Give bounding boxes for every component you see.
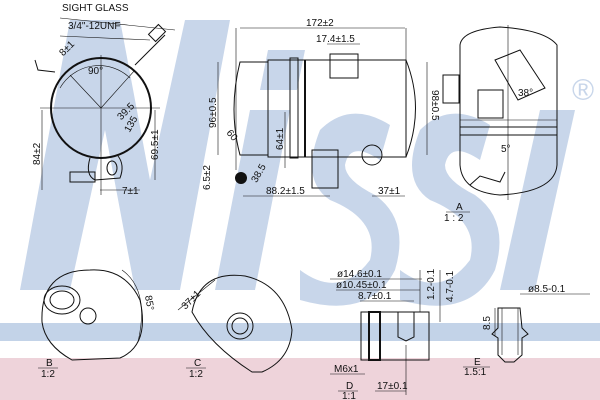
- dim-8-5: 8.5: [482, 316, 493, 330]
- dim-17-4: 17.4±1.5: [316, 34, 355, 45]
- nissens-watermark-logo: ®: [20, 20, 594, 306]
- view-e-fitting: ø8.5-0.1 8.5 E 1.5:1: [463, 284, 590, 378]
- dim-1-2: 1.2-0.1: [426, 268, 437, 300]
- dim-64: 64±1: [275, 127, 286, 150]
- view-e-label: E: [474, 357, 481, 368]
- sight-glass-label: SIGHT GLASS: [62, 3, 129, 14]
- angle-5: 5°: [501, 144, 511, 155]
- view-b: 85° B 1:2: [38, 269, 156, 380]
- dim-88-2: 88.2±1.5: [266, 186, 305, 197]
- view-d-label: D: [346, 381, 353, 392]
- view-b-scale: 1:2: [41, 369, 55, 380]
- dim-8-7: 8.7±0.1: [358, 291, 392, 302]
- dim-172: 172±2: [306, 18, 334, 29]
- dim-98: 98±0.5: [429, 90, 440, 121]
- view-c-scale: 1:2: [189, 369, 203, 380]
- dim-96: 96±0.5: [208, 97, 219, 128]
- dim-4-7: 4.7-0.1: [445, 270, 456, 302]
- dim-17: 17±0.1: [377, 381, 408, 392]
- dia-8-5: ø8.5-0.1: [528, 284, 566, 295]
- watermark-band-blue: [0, 323, 600, 341]
- dim-6-5: 6.5±2: [202, 165, 213, 190]
- view-d-scale: 1:1: [342, 391, 356, 400]
- dia-14-6: ø14.6±0.1: [337, 269, 382, 280]
- view-d-section: ø14.6±0.1 ø10.45±0.1 8.7±0.1 1.2-0.1 4.7…: [330, 268, 456, 400]
- dim-84: 84±2: [32, 142, 43, 165]
- angle-38: 38°: [518, 88, 533, 99]
- dim-7: 7±1: [122, 186, 139, 197]
- view-a-label: A: [456, 202, 463, 213]
- view-a: 38° 5° A 1 : 2: [442, 25, 558, 224]
- view-c-label: C: [194, 358, 201, 369]
- dia-10-45: ø10.45±0.1: [336, 280, 387, 291]
- registered-mark: ®: [572, 74, 594, 107]
- angle-90: 90°: [88, 66, 103, 77]
- view-e-scale: 1.5:1: [464, 367, 487, 378]
- dim-85: 85°: [142, 295, 155, 312]
- thread-m6: M6x1: [334, 364, 359, 375]
- dim-69-5: 69.5±1: [150, 129, 161, 160]
- view-b-label: B: [46, 358, 53, 369]
- side-view: 172±2 17.4±1.5 96±0.5 98±0.5 60 64±1 38.…: [202, 18, 440, 197]
- watermark-band-pink: [0, 358, 600, 400]
- view-a-scale: 1 : 2: [444, 213, 464, 224]
- thread-label: 3/4"-12UNF: [68, 21, 120, 32]
- dim-37: 37±1: [378, 186, 401, 197]
